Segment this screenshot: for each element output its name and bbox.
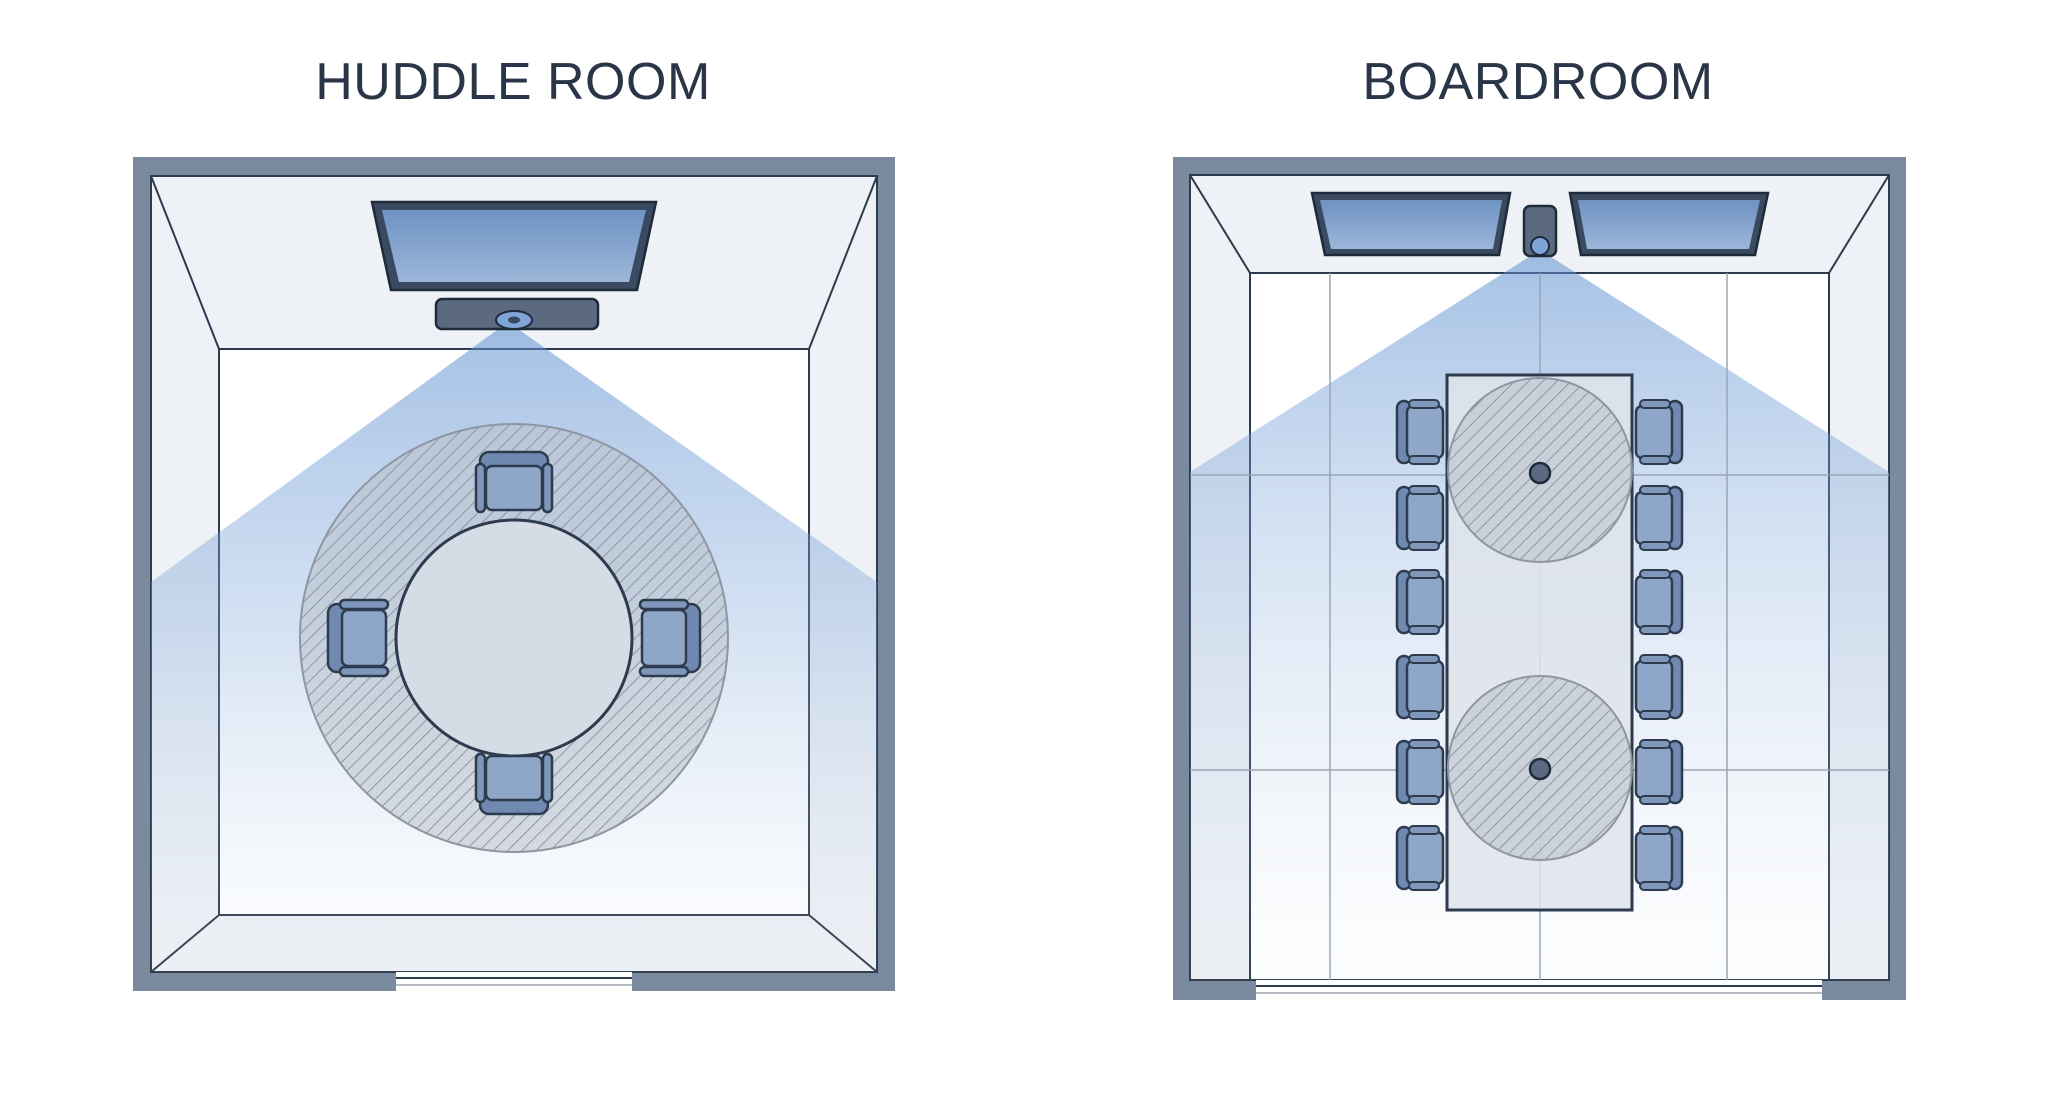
chair-icon [1395, 824, 1445, 892]
chair-icon [326, 598, 390, 678]
chair-icon [1395, 738, 1445, 806]
display-icon [1568, 191, 1770, 257]
round-table-icon [394, 518, 634, 758]
boardroom-title: BOARDROOM [1362, 53, 1714, 111]
chair-icon [1395, 484, 1445, 552]
huddle-door-opening [396, 972, 632, 991]
chair-icon [1634, 653, 1684, 721]
chair-icon [474, 752, 554, 816]
chair-icon [1634, 824, 1684, 892]
chair-icon [1634, 568, 1684, 636]
camera-icon [1522, 204, 1558, 258]
chair-icon [474, 450, 554, 514]
boardroom-plan [1173, 157, 1906, 1000]
chair-icon [1634, 484, 1684, 552]
chair-icon [1395, 398, 1445, 466]
boardroom-door-opening [1256, 980, 1822, 1000]
microphone-icon [1528, 461, 1552, 485]
huddle-room-plan [133, 157, 895, 991]
chair-icon [1634, 398, 1684, 466]
huddle-room-title: HUDDLE ROOM [315, 53, 711, 111]
chair-icon [1395, 653, 1445, 721]
camera-bar-icon [434, 297, 600, 331]
chair-icon [638, 598, 702, 678]
microphone-icon [1528, 757, 1552, 781]
display-icon [1310, 191, 1512, 257]
chair-icon [1395, 568, 1445, 636]
chair-icon [1634, 738, 1684, 806]
display-icon [370, 200, 658, 292]
